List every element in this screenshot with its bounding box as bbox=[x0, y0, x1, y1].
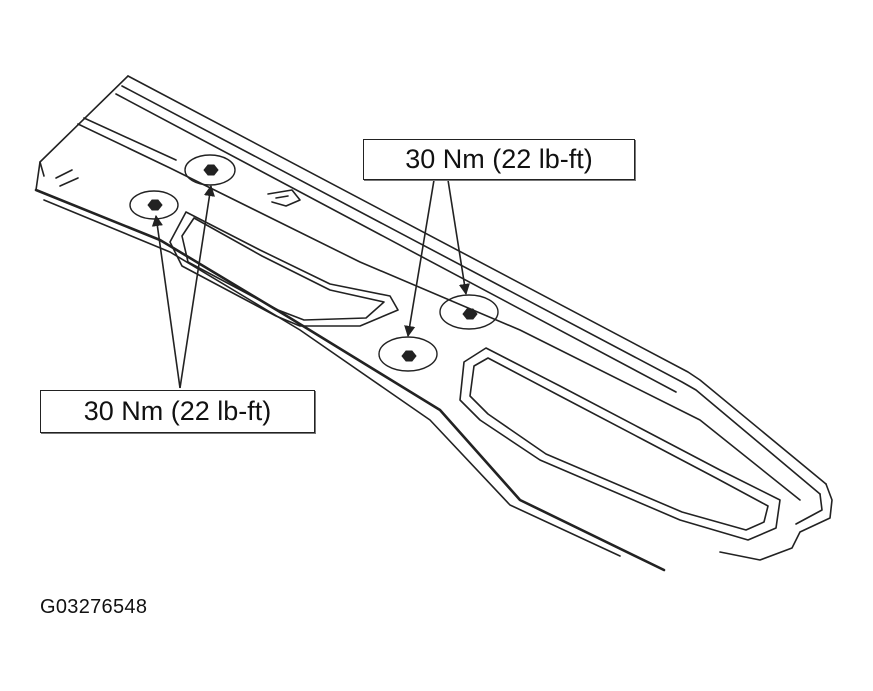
bolt-head-icon bbox=[462, 308, 478, 320]
arrow-icon bbox=[179, 184, 216, 389]
arrow-icon bbox=[404, 179, 435, 338]
bolt-head-icon bbox=[147, 199, 163, 211]
bolts bbox=[147, 164, 478, 362]
torque-callout-top: 30 Nm (22 lb-ft) bbox=[363, 139, 635, 180]
crossmember-outline bbox=[34, 75, 833, 572]
leader-arrows bbox=[151, 179, 470, 389]
bolt-head-icon bbox=[401, 350, 417, 362]
figure-id-label: G03276548 bbox=[40, 596, 148, 618]
arrow-icon bbox=[151, 214, 181, 389]
bolt-head-icon bbox=[203, 164, 219, 176]
torque-callout-bottom: 30 Nm (22 lb-ft) bbox=[40, 390, 315, 433]
arrow-icon bbox=[447, 179, 470, 296]
